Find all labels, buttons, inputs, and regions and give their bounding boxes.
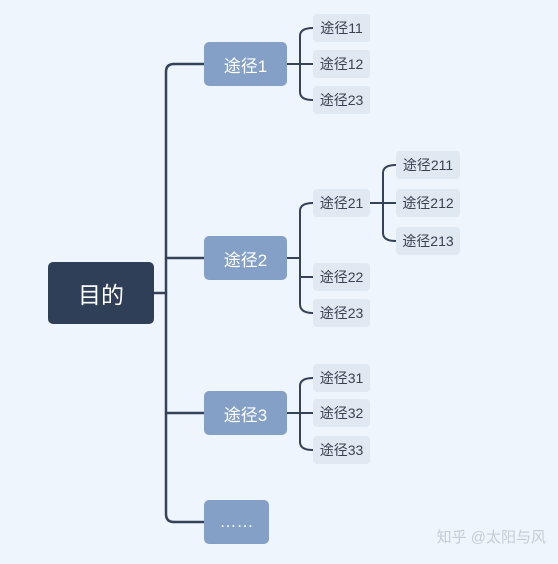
watermark: 知乎 @太阳与风 xyxy=(436,529,546,546)
leaf-node[interactable]: 途径21 xyxy=(313,189,370,217)
root-node[interactable]: 目的 xyxy=(48,262,154,324)
leaf-node[interactable]: 途径11 xyxy=(313,14,370,42)
branch-node-3[interactable]: 途径3 xyxy=(204,391,287,435)
branch-node-1[interactable]: 途径1 xyxy=(204,42,287,86)
connector-trunk xyxy=(164,62,176,524)
leaf-node[interactable]: 途径31 xyxy=(313,364,370,392)
branch-node-2[interactable]: 途径2 xyxy=(204,236,287,280)
leaf-node[interactable]: 途径23 xyxy=(313,299,370,327)
connector-b2 xyxy=(286,202,314,314)
leaf-node[interactable]: 途径33 xyxy=(313,436,370,464)
leaf-node[interactable]: 途径23 xyxy=(313,86,370,114)
leaf-node[interactable]: 途径22 xyxy=(313,263,370,291)
connector-b21 xyxy=(369,164,397,242)
connector-b1 xyxy=(286,27,314,101)
leaf-node[interactable]: 途径213 xyxy=(396,227,460,255)
branch-node-more[interactable]: …… xyxy=(204,500,269,544)
leaf-node[interactable]: 途径211 xyxy=(396,151,460,179)
leaf-node[interactable]: 途径212 xyxy=(396,189,460,217)
leaf-node[interactable]: 途径32 xyxy=(313,399,370,427)
leaf-node[interactable]: 途径12 xyxy=(313,50,370,78)
connector-b3 xyxy=(286,377,314,451)
